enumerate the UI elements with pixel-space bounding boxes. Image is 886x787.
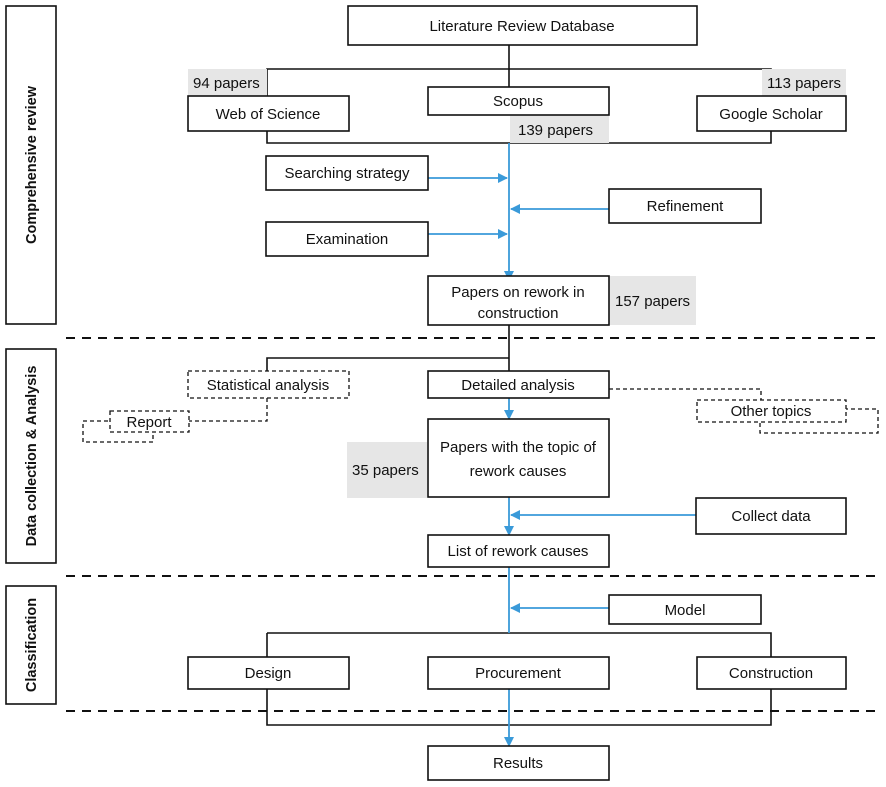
node-examination: Examination bbox=[265, 221, 429, 257]
phase-comprehensive-review: Comprehensive review bbox=[5, 5, 57, 325]
phase-comprehensive-label: Comprehensive review bbox=[24, 85, 40, 244]
node-papers-topic: Papers with the topic of rework causes bbox=[427, 418, 610, 498]
node-list-rework-causes: List of rework causes bbox=[427, 534, 610, 568]
node-detailed-analysis-text: Detailed analysis bbox=[461, 377, 574, 394]
node-other-topics-text: Other topics bbox=[731, 403, 812, 420]
count-scopus-text: 139 papers bbox=[518, 122, 593, 139]
flow-arrows bbox=[428, 143, 696, 747]
node-collect-data: Collect data bbox=[695, 497, 847, 535]
node-procurement: Procurement bbox=[427, 656, 610, 690]
node-literature-database: Literature Review Database bbox=[347, 5, 698, 46]
count-rework: 157 papers bbox=[609, 276, 696, 325]
node-report: Report bbox=[82, 410, 190, 443]
count-google-scholar: 113 papers bbox=[762, 69, 846, 96]
node-detailed-analysis: Detailed analysis bbox=[427, 370, 610, 399]
count-scopus: 139 papers bbox=[510, 115, 609, 143]
phase-classification-label: Classification bbox=[24, 598, 40, 692]
node-results: Results bbox=[427, 745, 610, 781]
phase-data-collection-analysis: Data collection & Analysis bbox=[5, 348, 57, 564]
node-web-of-science-text: Web of Science bbox=[216, 106, 321, 123]
node-refinement: Refinement bbox=[608, 188, 762, 224]
node-examination-text: Examination bbox=[306, 231, 389, 248]
node-list-rework-causes-text: List of rework causes bbox=[448, 543, 589, 560]
count-scholar-text: 113 papers bbox=[767, 75, 841, 92]
node-design: Design bbox=[187, 656, 350, 690]
node-literature-database-text: Literature Review Database bbox=[429, 18, 614, 35]
node-model: Model bbox=[608, 594, 762, 625]
node-scopus: Scopus bbox=[427, 86, 610, 116]
count-web-of-science: 94 papers bbox=[188, 69, 267, 96]
node-refinement-text: Refinement bbox=[647, 198, 725, 215]
node-google-scholar: Google Scholar bbox=[696, 95, 847, 132]
node-procurement-text: Procurement bbox=[475, 665, 562, 682]
node-report-text: Report bbox=[126, 414, 172, 431]
node-design-text: Design bbox=[245, 665, 292, 682]
node-papers-rework-line2: construction bbox=[478, 305, 559, 322]
node-papers-rework: Papers on rework in construction bbox=[427, 275, 610, 326]
node-google-scholar-text: Google Scholar bbox=[719, 106, 822, 123]
node-other-topics: Other topics bbox=[696, 399, 879, 434]
phase-data-label: Data collection & Analysis bbox=[24, 366, 40, 547]
node-papers-topic-line2: rework causes bbox=[470, 463, 567, 480]
node-construction-text: Construction bbox=[729, 665, 813, 682]
count-rework-text: 157 papers bbox=[615, 293, 690, 310]
node-results-text: Results bbox=[493, 755, 543, 772]
node-web-of-science: Web of Science bbox=[187, 95, 350, 132]
node-scopus-text: Scopus bbox=[493, 93, 543, 110]
dashed-connectors bbox=[189, 388, 762, 422]
node-papers-topic-line1: Papers with the topic of bbox=[440, 439, 597, 456]
node-statistical-analysis: Statistical analysis bbox=[187, 370, 350, 399]
count-topic: 35 papers bbox=[347, 442, 427, 498]
node-construction: Construction bbox=[696, 656, 847, 690]
node-statistical-analysis-text: Statistical analysis bbox=[207, 377, 330, 394]
phase-classification: Classification bbox=[5, 585, 57, 705]
node-searching-strategy-text: Searching strategy bbox=[284, 165, 410, 182]
count-topic-text: 35 papers bbox=[352, 462, 419, 479]
count-wos-text: 94 papers bbox=[193, 75, 260, 92]
node-searching-strategy: Searching strategy bbox=[265, 155, 429, 191]
node-collect-data-text: Collect data bbox=[731, 508, 811, 525]
node-papers-rework-line1: Papers on rework in bbox=[451, 284, 584, 301]
node-model-text: Model bbox=[665, 602, 706, 619]
